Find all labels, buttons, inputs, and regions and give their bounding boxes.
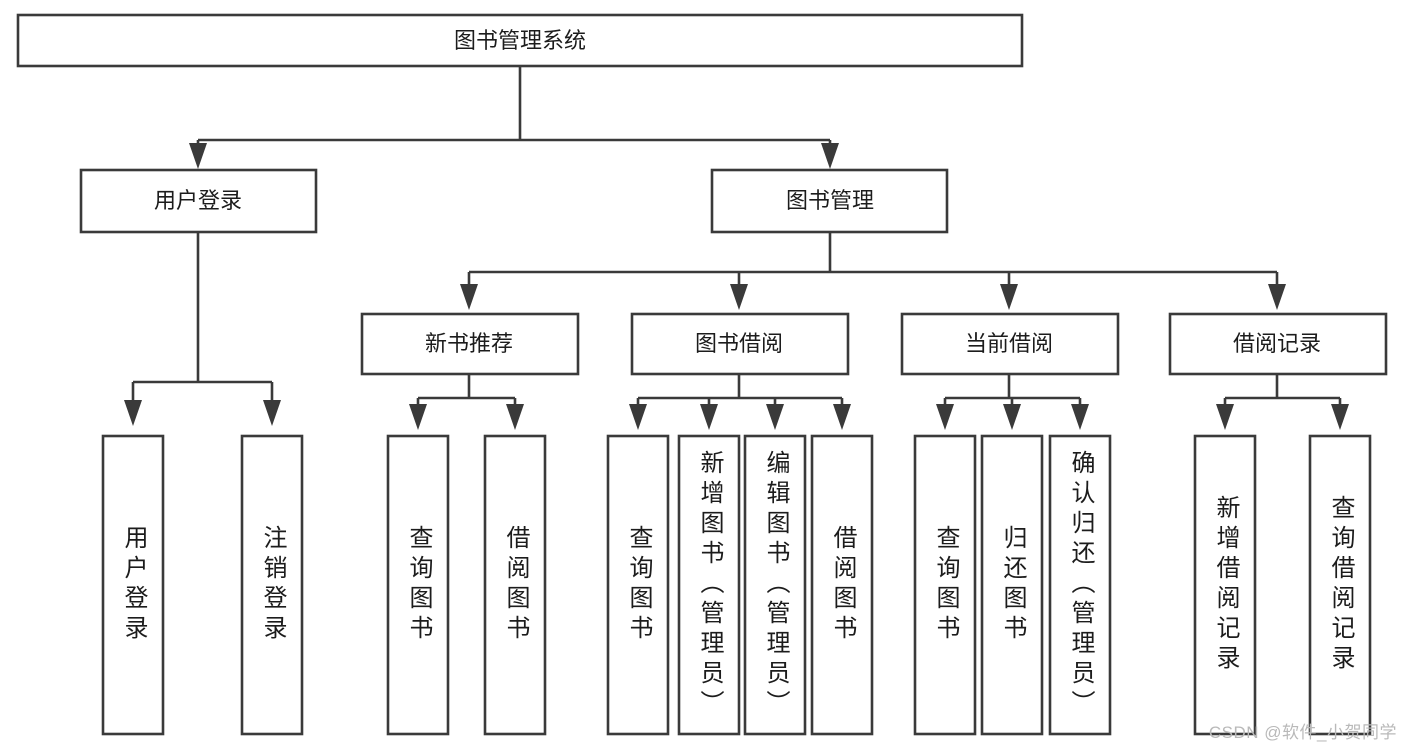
connector-userlogin-to-leaves: [124, 232, 281, 426]
connector-newbook-to-leaves: [409, 374, 524, 430]
node-root-system[interactable]: 图书管理系统: [16, 13, 1024, 68]
node-new-book-recommend-label: 新书推荐: [425, 331, 513, 356]
node-leaf-query-book-2[interactable]: [606, 434, 670, 736]
node-leaf-query-record[interactable]: [1308, 434, 1372, 736]
csdn-watermark: CSDN @软件_小贺同学: [1208, 723, 1397, 742]
connector-bookmanage-to-level3: [460, 232, 1286, 310]
connector-borrowrecord-to-leaves: [1216, 374, 1349, 430]
node-leaf-return-book[interactable]: [980, 434, 1044, 736]
node-user-login-label: 用户登录: [154, 188, 242, 213]
node-leaf-borrow-book-2[interactable]: [810, 434, 874, 736]
node-book-borrow-label: 图书借阅: [695, 331, 783, 356]
connector-root-to-level2: [189, 66, 839, 169]
node-leaf-query-book-1[interactable]: [386, 434, 450, 736]
node-leaf-user-login[interactable]: [101, 434, 165, 736]
node-leaf-query-book-3[interactable]: [913, 434, 977, 736]
node-book-manage-label: 图书管理: [786, 188, 874, 213]
node-leaf-edit-book[interactable]: [743, 434, 807, 736]
node-leaf-add-record[interactable]: [1193, 434, 1257, 736]
connector-currentborrow-to-leaves: [936, 374, 1089, 430]
node-current-borrow-label: 当前借阅: [965, 331, 1053, 356]
node-leaf-borrow-book-1[interactable]: [483, 434, 547, 736]
node-leaf-add-book[interactable]: [677, 434, 741, 736]
node-book-borrow[interactable]: 图书借阅: [630, 312, 850, 376]
node-leaf-confirm-return[interactable]: [1048, 434, 1112, 736]
node-new-book-recommend[interactable]: 新书推荐: [360, 312, 580, 376]
node-book-manage[interactable]: 图书管理: [710, 168, 949, 234]
connector-bookborrow-to-leaves: [629, 374, 851, 430]
node-user-login[interactable]: 用户登录: [79, 168, 318, 234]
node-leaf-logout-login[interactable]: [240, 434, 304, 736]
node-current-borrow[interactable]: 当前借阅: [900, 312, 1120, 376]
node-borrow-record-label: 借阅记录: [1233, 331, 1321, 356]
node-borrow-record[interactable]: 借阅记录: [1168, 312, 1388, 376]
node-root-system-label: 图书管理系统: [454, 28, 586, 53]
